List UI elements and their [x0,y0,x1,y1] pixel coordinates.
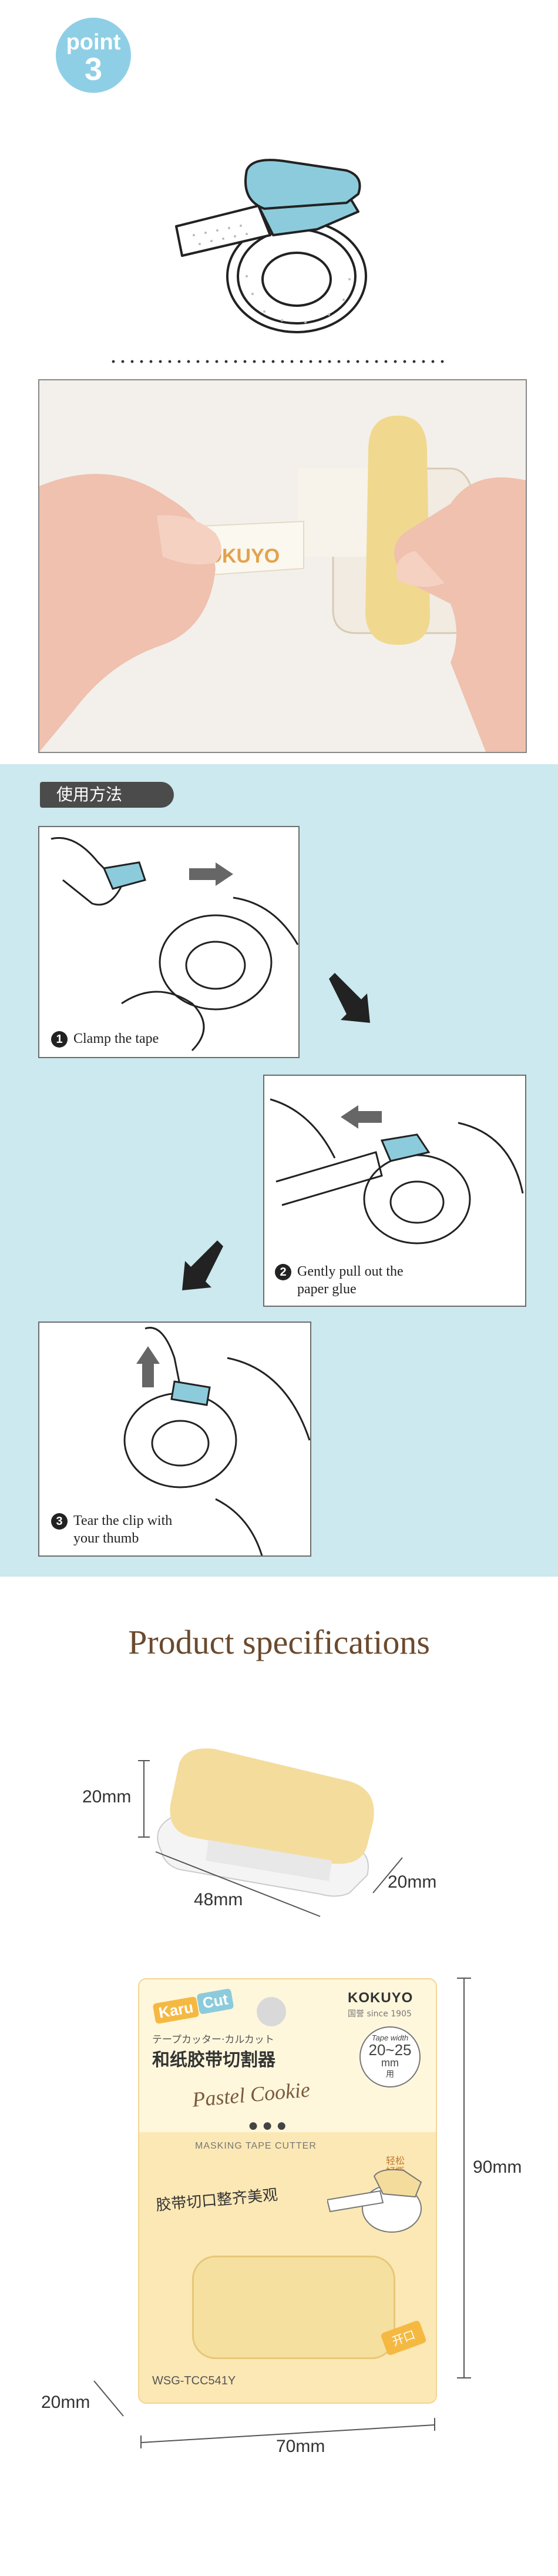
cutter-width-dimension-line [372,1857,403,1893]
tape-width-caption: Tape width [371,2033,409,2042]
arrow-down-left-icon [182,1240,223,1290]
arrow-down-right-icon [329,973,370,1023]
package-brand-cn: 国誉 [348,2009,364,2019]
package-width-label: 70mm [276,2437,325,2456]
step-1-caption: 1 Clamp the tape [51,1030,159,1048]
step-3-illustration [123,1327,310,1555]
tape-width-badge: Tape width 20~25 mm 用 [359,2026,421,2087]
step-2-number: 2 [275,1264,291,1281]
package-height-label: 90mm [473,2157,522,2177]
point-badge-word: point [66,30,121,55]
step-3-text-line1: Tear the clip with [73,1513,173,1528]
step-2-caption: 2 Gently pull out the paper glue [275,1263,404,1298]
package-brand-sub: 国誉 since 1905 [348,2008,412,2019]
dotted-divider [109,360,449,363]
spec-title: Product specifications [128,1623,430,1661]
cutter-height-dimension-line [138,1760,150,1838]
step-2-text-line2: paper glue [297,1282,357,1297]
package-jp-name: テープカッター·カルカット [152,2034,274,2046]
step-1-illustration [51,837,298,1052]
package-width-dimension-line [140,2418,435,2448]
cutter-length-label: 48mm [194,1890,243,1909]
step-3-text-line2: your thumb [73,1531,139,1547]
usage-photo: KOKUYO [38,379,527,753]
package-cutter-shell [192,2256,395,2359]
step-1-number: 1 [51,1031,68,1048]
package-slogan: 胶带切口整齐美观 [155,2186,279,2214]
package-since: since 1905 [367,2009,412,2019]
cutter-product-image [157,1748,374,1897]
decor-dots-icon: ●●● [248,2116,291,2135]
step-3-caption: 3 Tear the clip with your thumb [51,1512,172,1547]
package-height-dimension-line [457,1978,471,2378]
mini-cutter-illustration [327,2169,422,2233]
point-badge-number: 3 [84,52,103,87]
package-cn-name: 和纸胶带切割器 [152,2050,275,2070]
package-depth-dimension-line [93,2380,124,2417]
package-card: Karu Cut テープカッター·カルカット 和纸胶带切割器 KOKUYO 国誉… [138,1978,437,2404]
tape-width-use: 用 [386,2070,394,2079]
package-model-number: WSG-TCC541Y [152,2374,236,2387]
step-1-text: Clamp the tape [73,1031,159,1046]
cutter-length-dimension-line [155,1851,321,1917]
cutter-width-label: 20mm [388,1872,437,1892]
package-brand-logo: KOKUYO [348,1990,414,2006]
usage-photo-illustration: KOKUYO [39,380,526,752]
tape-width-unit: mm [381,2057,399,2069]
tape-width-range: 20~25 [368,2041,412,2059]
step-2-panel: 2 Gently pull out the paper glue [263,1075,526,1307]
cutter-lineart-illustration [175,159,367,333]
step-1-panel: 1 Clamp the tape [38,826,300,1058]
product-subtitle: MASKING TAPE CUTTER [195,2141,317,2151]
package-hang-hole [257,1997,286,2026]
package-depth-label: 20mm [41,2393,90,2412]
step-3-panel: 3 Tear the clip with your thumb [38,1322,311,1557]
step-3-number: 3 [51,1513,68,1530]
howto-title: 使用方法 [40,782,174,808]
step-2-illustration [270,1098,524,1244]
point-badge: point 3 [56,18,131,93]
step-2-text-line1: Gently pull out the [297,1264,404,1279]
cutter-height-label: 20mm [82,1787,132,1806]
